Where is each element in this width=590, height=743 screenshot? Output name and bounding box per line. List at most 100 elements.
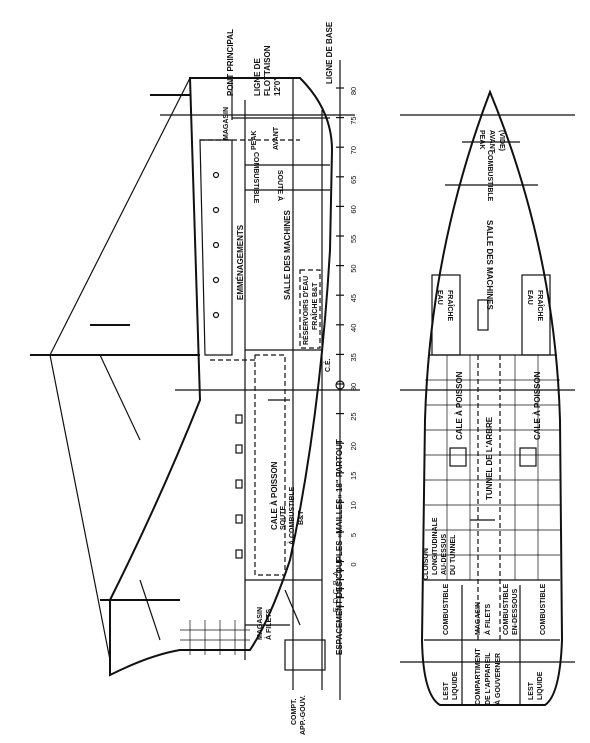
plan-lest-left-1: LEST [443, 681, 450, 700]
frame-tick-label: 15 [349, 472, 358, 480]
label-ce: C.É. [323, 358, 332, 372]
plan-cloison-1: CLOISON [423, 548, 430, 580]
plan-eau-right-2: FRAÎCHE [536, 290, 545, 321]
frame-tick-label: A [331, 571, 340, 576]
plan-lest-left-2: LIQUIDE [452, 671, 459, 700]
frame-tick-label: 25 [349, 412, 358, 420]
frame-tick-label: 30 [349, 383, 358, 391]
label-emmenagements: EMMÉNAGEMENTS [236, 224, 245, 300]
plan-magasin-1: MAGASIN [475, 602, 482, 635]
plan-lest-right-2: LIQUIDE [537, 671, 544, 700]
plan-cale-right: CALE À POISSON [533, 371, 542, 440]
plan-magasin-2: À FILETS [483, 604, 492, 635]
label-soute-bt-1: SOUTE [280, 506, 287, 530]
frame-tick-label: B [331, 580, 340, 585]
frame-tick-label: 60 [349, 205, 358, 213]
plan-compartiment-2: DE L'APPAREIL [485, 652, 492, 705]
label-soute-bt-3: B&T [298, 510, 305, 525]
label-magasin-filets-2: À FILETS [264, 609, 273, 640]
deckhouse [199, 139, 233, 356]
aft-hatching [180, 620, 250, 655]
frame-tick-label: 65 [349, 176, 358, 184]
plan-cloison-2: LONGITUDINALE [432, 517, 439, 575]
stern-boom [139, 579, 161, 641]
label-avant: AVANT [273, 126, 280, 150]
plan-combustible-left: COMBUSTIBLE [443, 583, 450, 635]
plan-eau-left-1: EAU [436, 290, 443, 305]
frame-tick-label: D [331, 597, 340, 603]
label-magasin-filets-1: MAGASIN [257, 607, 264, 640]
label-reservoirs-1: RÉSERVOIRS D'EAU [301, 276, 310, 345]
plan-compartiment-3: À GOUVERNER [493, 653, 502, 705]
plan-tank-left [431, 274, 461, 356]
label-ligne-flottaison-1: LIGNE DE [253, 58, 262, 96]
plan-view: PEAK AVANT (VIDE) COMBUSTIBLE SALLE DES … [400, 89, 575, 706]
label-compt-1: COMPT. [291, 699, 298, 726]
frame-tick-label: C [331, 588, 340, 594]
frame-tick-label: 35 [349, 353, 358, 361]
label-compt-2: APP.-GOUV. [300, 695, 307, 735]
rudder [284, 639, 326, 671]
plan-dessous-1: COMBUSTIBLE [503, 583, 510, 635]
frame-tick-label: 5 [349, 533, 358, 537]
plan-cale-left: CALE À POISSON [455, 371, 464, 440]
boom [99, 354, 141, 441]
frame-tick-label: 0 [349, 563, 358, 567]
reservoirs-outline [299, 269, 321, 349]
label-soute-combustible-2: SOUTE À [276, 170, 285, 201]
frame-tick-label: 10 [349, 501, 358, 509]
frame-tick-label: 55 [349, 235, 358, 243]
plan-salle-machines: SALLE DES MACHINES [485, 220, 494, 310]
frame-tick-label: E [331, 607, 340, 612]
plan-cale-grid [425, 355, 560, 580]
label-espacement: ESPACEMENT DES COUPLES «MAILLES» 18" PAR… [335, 439, 344, 655]
arrow-combustible [284, 589, 301, 626]
plan-tunnel: TUNNEL DE L'ARBRE [485, 416, 494, 500]
frame-tick-label: 50 [349, 264, 358, 272]
label-ligne-flottaison-3: 12'0" [273, 77, 282, 96]
plan-compartiment-1: COMPARTIMENT [475, 648, 482, 705]
frame-tick-label: 70 [349, 146, 358, 154]
frame-tick-label: 40 [349, 324, 358, 332]
plan-lest-right-1: LEST [528, 681, 535, 700]
side-hull-outline [109, 77, 334, 677]
frame-tick-label: 45 [349, 294, 358, 302]
label-soute-bt-2: À COMBUSTIBLE [287, 486, 296, 545]
portholes [212, 171, 243, 559]
stay-fore [49, 77, 191, 356]
plan-cloison-4: DU TUNNEL [450, 534, 457, 575]
frame-tick-label: 80 [349, 87, 358, 95]
plan-eau-right-1: EAU [526, 290, 533, 305]
plan-hatch-left [449, 447, 467, 467]
stay-aft [49, 354, 111, 661]
plan-eau-left-2: FRAÎCHE [446, 290, 455, 321]
label-cale-poisson: CALE À POISSON [270, 461, 279, 530]
plan-peak-2: AVANT [488, 130, 495, 154]
label-reservoirs-2: FRAÎCHE B&T [310, 282, 319, 330]
label-soute-combustible-1: COMBUSTIBLE [252, 152, 259, 204]
plan-engine [477, 299, 489, 331]
label-peak: PEAK [251, 131, 258, 150]
label-pont-principal: PONT PRINCIPAL [226, 29, 235, 96]
plan-cloison-3: AU-DESSUS [441, 533, 448, 575]
label-salle-machines: SALLE DES MACHINES [283, 210, 292, 300]
plan-peak-1: PEAK [478, 130, 485, 149]
ce-marker [335, 380, 345, 390]
plan-tank-right [521, 274, 551, 356]
frame-tick-label: 20 [349, 442, 358, 450]
cale-outline [254, 354, 286, 576]
label-ligne-flottaison-2: FLOTTAISON [263, 45, 272, 96]
plan-hatch-right [519, 447, 537, 467]
frame-tick-label: 75 [349, 116, 358, 124]
plan-hull-outline [420, 89, 564, 706]
plan-peak-3: (VIDE) [498, 130, 505, 151]
plan-dessous-2: EN-DESSOUS [512, 588, 519, 635]
label-ligne-de-base: LIGNE DE BASE [325, 21, 334, 84]
label-magasin: MAGASIN [223, 107, 230, 140]
plan-combustible-top: COMBUSTIBLE [486, 150, 493, 202]
plan-combustible-right: COMBUSTIBLE [540, 583, 547, 635]
